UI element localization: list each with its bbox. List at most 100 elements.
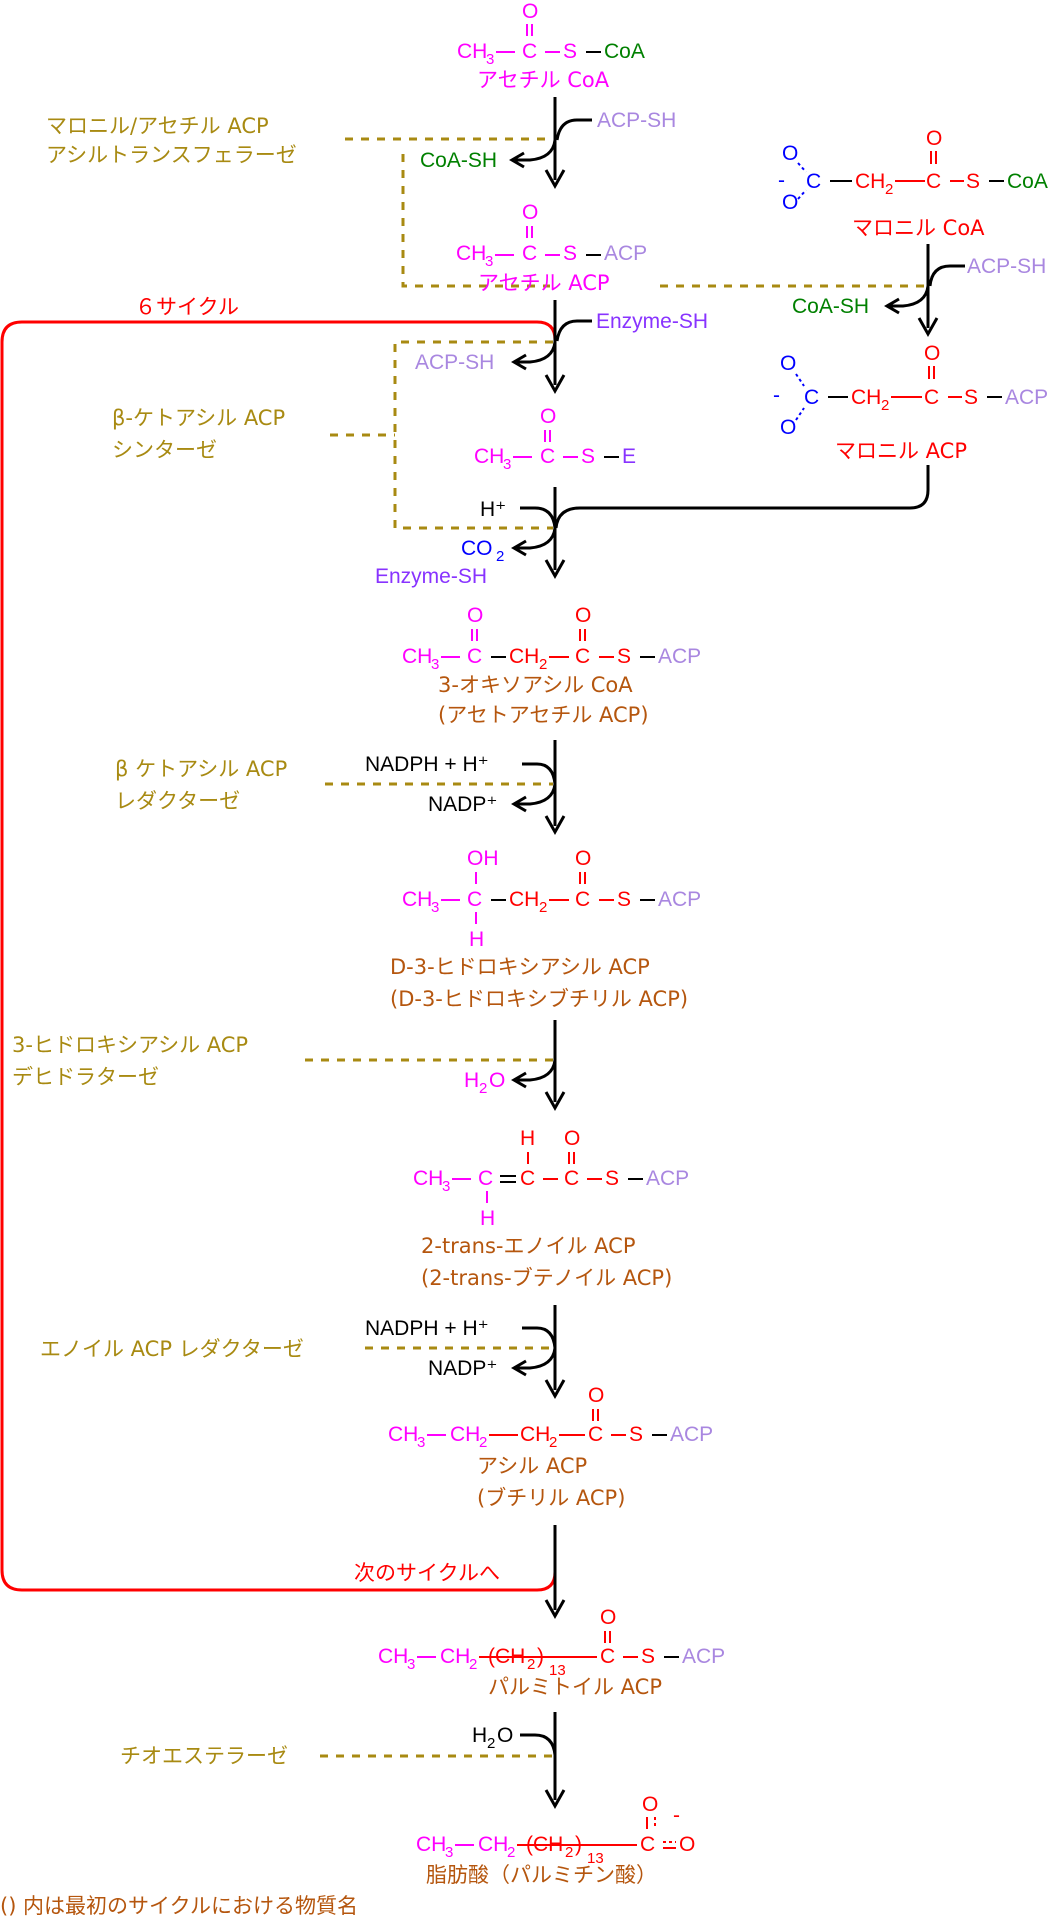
svg-text:C: C [575,888,590,911]
svg-text:C: C [804,386,819,409]
svg-text:S: S [617,645,631,668]
svg-text:-: - [773,384,780,407]
svg-text:3: 3 [503,456,511,473]
svg-text:CH: CH [456,242,486,265]
svg-text:C: C [926,170,941,193]
svg-text:(CH: (CH [488,1645,525,1668]
svg-text:CH: CH [520,1423,550,1446]
svg-text:3: 3 [417,1434,425,1451]
acp-sh-output-3: ACP-SH [415,351,494,374]
oxoacyl-name: 3-オキソアシル CoA [438,673,633,697]
acyl-acp-structure: O CH3 CH2 CH2 C S ACP [388,1384,713,1451]
enzyme-kr-line2: レダクターゼ [115,789,240,813]
svg-text:CH: CH [440,1645,470,1668]
svg-text:C: C [520,1167,535,1190]
fatty-acid-name: 脂肪酸（パルミチン酸） [426,1863,657,1887]
svg-text:3: 3 [442,1178,450,1195]
enzyme-mat-line1: マロニル/アセチル ACP [46,114,269,138]
h-plus-input: H⁺ [480,498,506,521]
acetyl-coa-structure: O CH3 C S CoA [457,0,645,68]
acp-sh-input-2: ACP-SH [967,255,1046,278]
enzyme-ks-connector [393,340,553,530]
svg-text:C: C [924,386,939,409]
coa-sh-output-2: CoA-SH [792,295,869,318]
enoyl-name-first-cycle: (2-trans-ブテノイル ACP) [421,1266,672,1290]
svg-text:H: H [464,1069,479,1092]
svg-text:-: - [778,169,785,192]
enzyme-dh-line2: デヒドラターゼ [12,1065,159,1089]
svg-text:2: 2 [487,1735,495,1752]
svg-text:O: O [497,1724,513,1747]
svg-text:CH: CH [402,645,432,668]
svg-text:2: 2 [479,1080,487,1097]
svg-text:O: O [679,1833,695,1856]
svg-text:ACP: ACP [604,242,647,265]
svg-text:3: 3 [486,51,494,68]
nadp-output-2: NADP⁺ [428,1357,497,1380]
svg-text:C: C [478,1167,493,1190]
enzyme-te: チオエステラーゼ [120,1744,288,1768]
svg-text:C: C [600,1645,615,1668]
svg-text:CH: CH [413,1167,443,1190]
svg-text:ACP: ACP [682,1645,725,1668]
svg-text:O: O [780,416,796,439]
malonyl-coa-name: マロニル CoA [852,216,985,240]
oxoacyl-name-first-cycle: (アセトアセチル ACP) [438,703,649,727]
svg-text:2: 2 [527,1656,535,1673]
svg-text:S: S [641,1645,655,1668]
malonyl-acp-name: マロニル ACP [835,439,967,463]
svg-text:2: 2 [549,1434,557,1451]
arrow-head [544,169,566,190]
svg-text:CoA: CoA [1007,170,1048,193]
svg-text:CH: CH [855,170,885,193]
svg-text:H: H [480,1207,495,1230]
svg-text:O: O [600,1606,616,1629]
svg-text:O: O [588,1384,604,1407]
nadph-input-2: NADPH + H⁺ [365,1317,489,1340]
svg-text:3: 3 [445,1844,453,1861]
svg-text:C: C [575,645,590,668]
enzyme-mat-connector-branch [401,154,550,288]
svg-text:S: S [617,888,631,911]
svg-text:CH: CH [388,1423,418,1446]
svg-text:2: 2 [539,899,547,916]
enzyme-sh-output: Enzyme-SH [375,565,487,588]
svg-text:2: 2 [881,397,889,414]
svg-text:O: O [467,604,483,627]
svg-text:ACP: ACP [658,888,701,911]
cycle-count-label: ６サイクル [135,295,239,319]
enoyl-acp-structure: H O CH3 C H C C S ACP [413,1127,689,1230]
enzyme-sh-input: Enzyme-SH [596,310,708,333]
svg-text:C: C [467,645,482,668]
svg-text:2: 2 [469,1656,477,1673]
svg-text:S: S [563,242,577,265]
svg-text:O: O [924,342,940,365]
enzyme-kr-line1: β ケトアシル ACP [115,757,287,781]
acetyl-acp-name: アセチル ACP [478,271,610,295]
svg-text:C: C [522,40,537,63]
malonyl-acp-feed-arrow [554,465,930,529]
svg-text:2: 2 [479,1434,487,1451]
svg-text:S: S [966,170,980,193]
svg-text:ACP: ACP [1005,386,1048,409]
svg-text:2: 2 [885,181,893,198]
svg-text:(CH: (CH [526,1833,563,1856]
enzyme-mat-line2: アシルトランスフェラーゼ [46,143,297,167]
svg-text:C: C [540,445,555,468]
svg-text:O: O [575,847,591,870]
svg-text:C: C [522,242,537,265]
svg-text:S: S [563,40,577,63]
svg-text:2: 2 [507,1844,515,1861]
svg-text:O: O [564,1127,580,1150]
svg-text:S: S [581,445,595,468]
svg-text:CH: CH [457,40,487,63]
enoyl-name: 2-trans-エノイル ACP [421,1234,636,1258]
svg-text:-: - [673,1804,680,1827]
